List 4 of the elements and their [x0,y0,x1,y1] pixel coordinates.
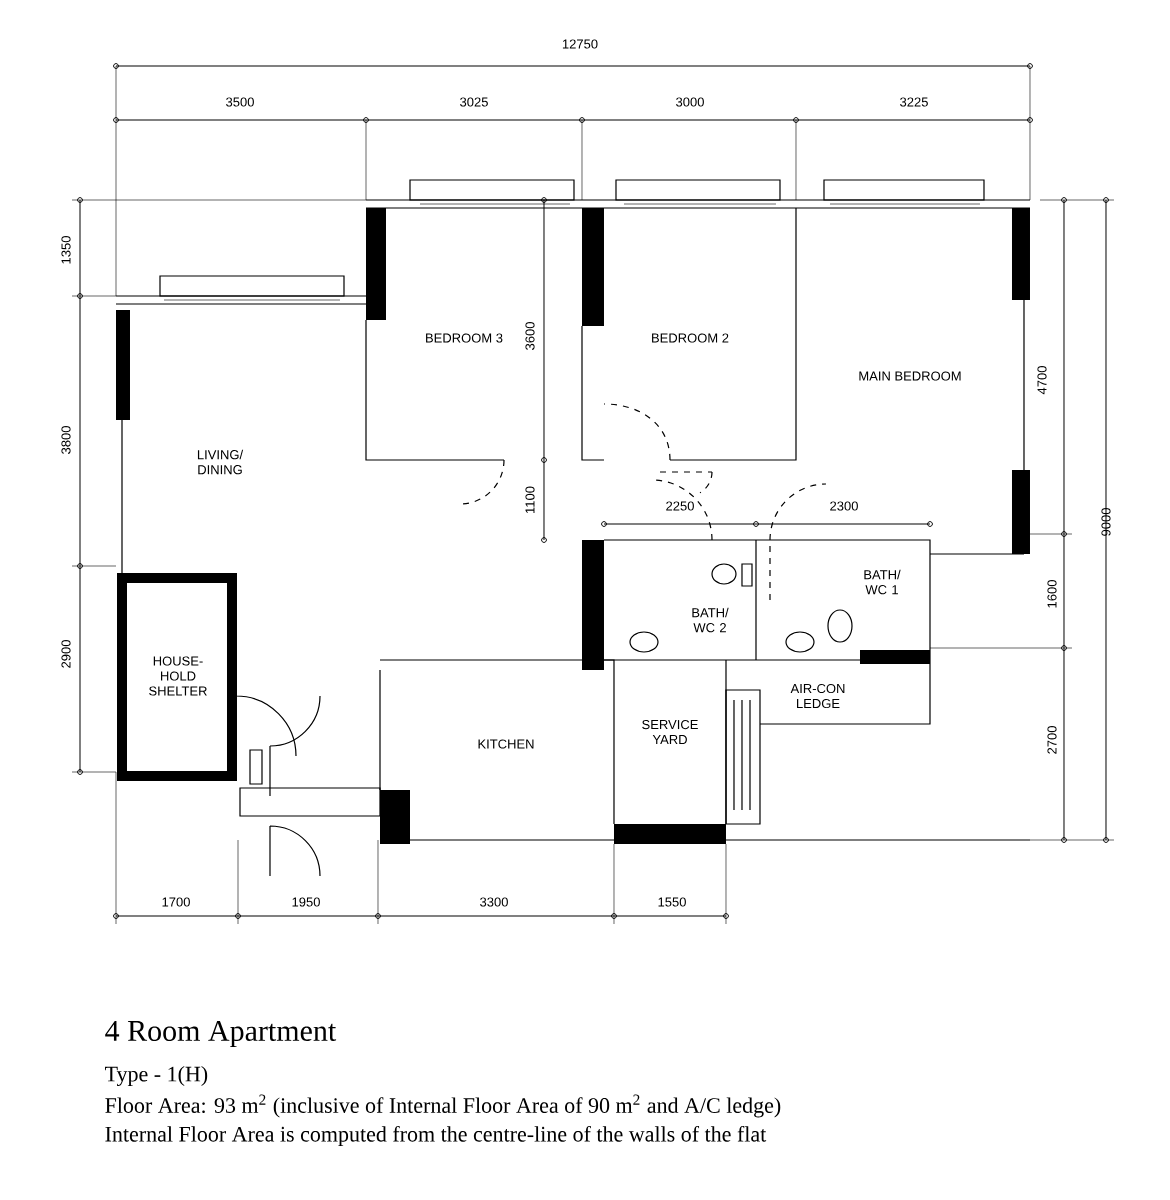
spec-line: Floor Area: 93 m$^{2}$ (inclusive of Internal Floor Area of 90 m$^{2}$ and A/C ledge) [105,1094,781,1118]
spec-line: Type - 1(H) [105,1066,208,1086]
spec-line: Internal Floor Area is computed from the centre-line of the walls of the flat [105,1125,767,1147]
title: 4 Room Apartment [105,1020,337,1048]
